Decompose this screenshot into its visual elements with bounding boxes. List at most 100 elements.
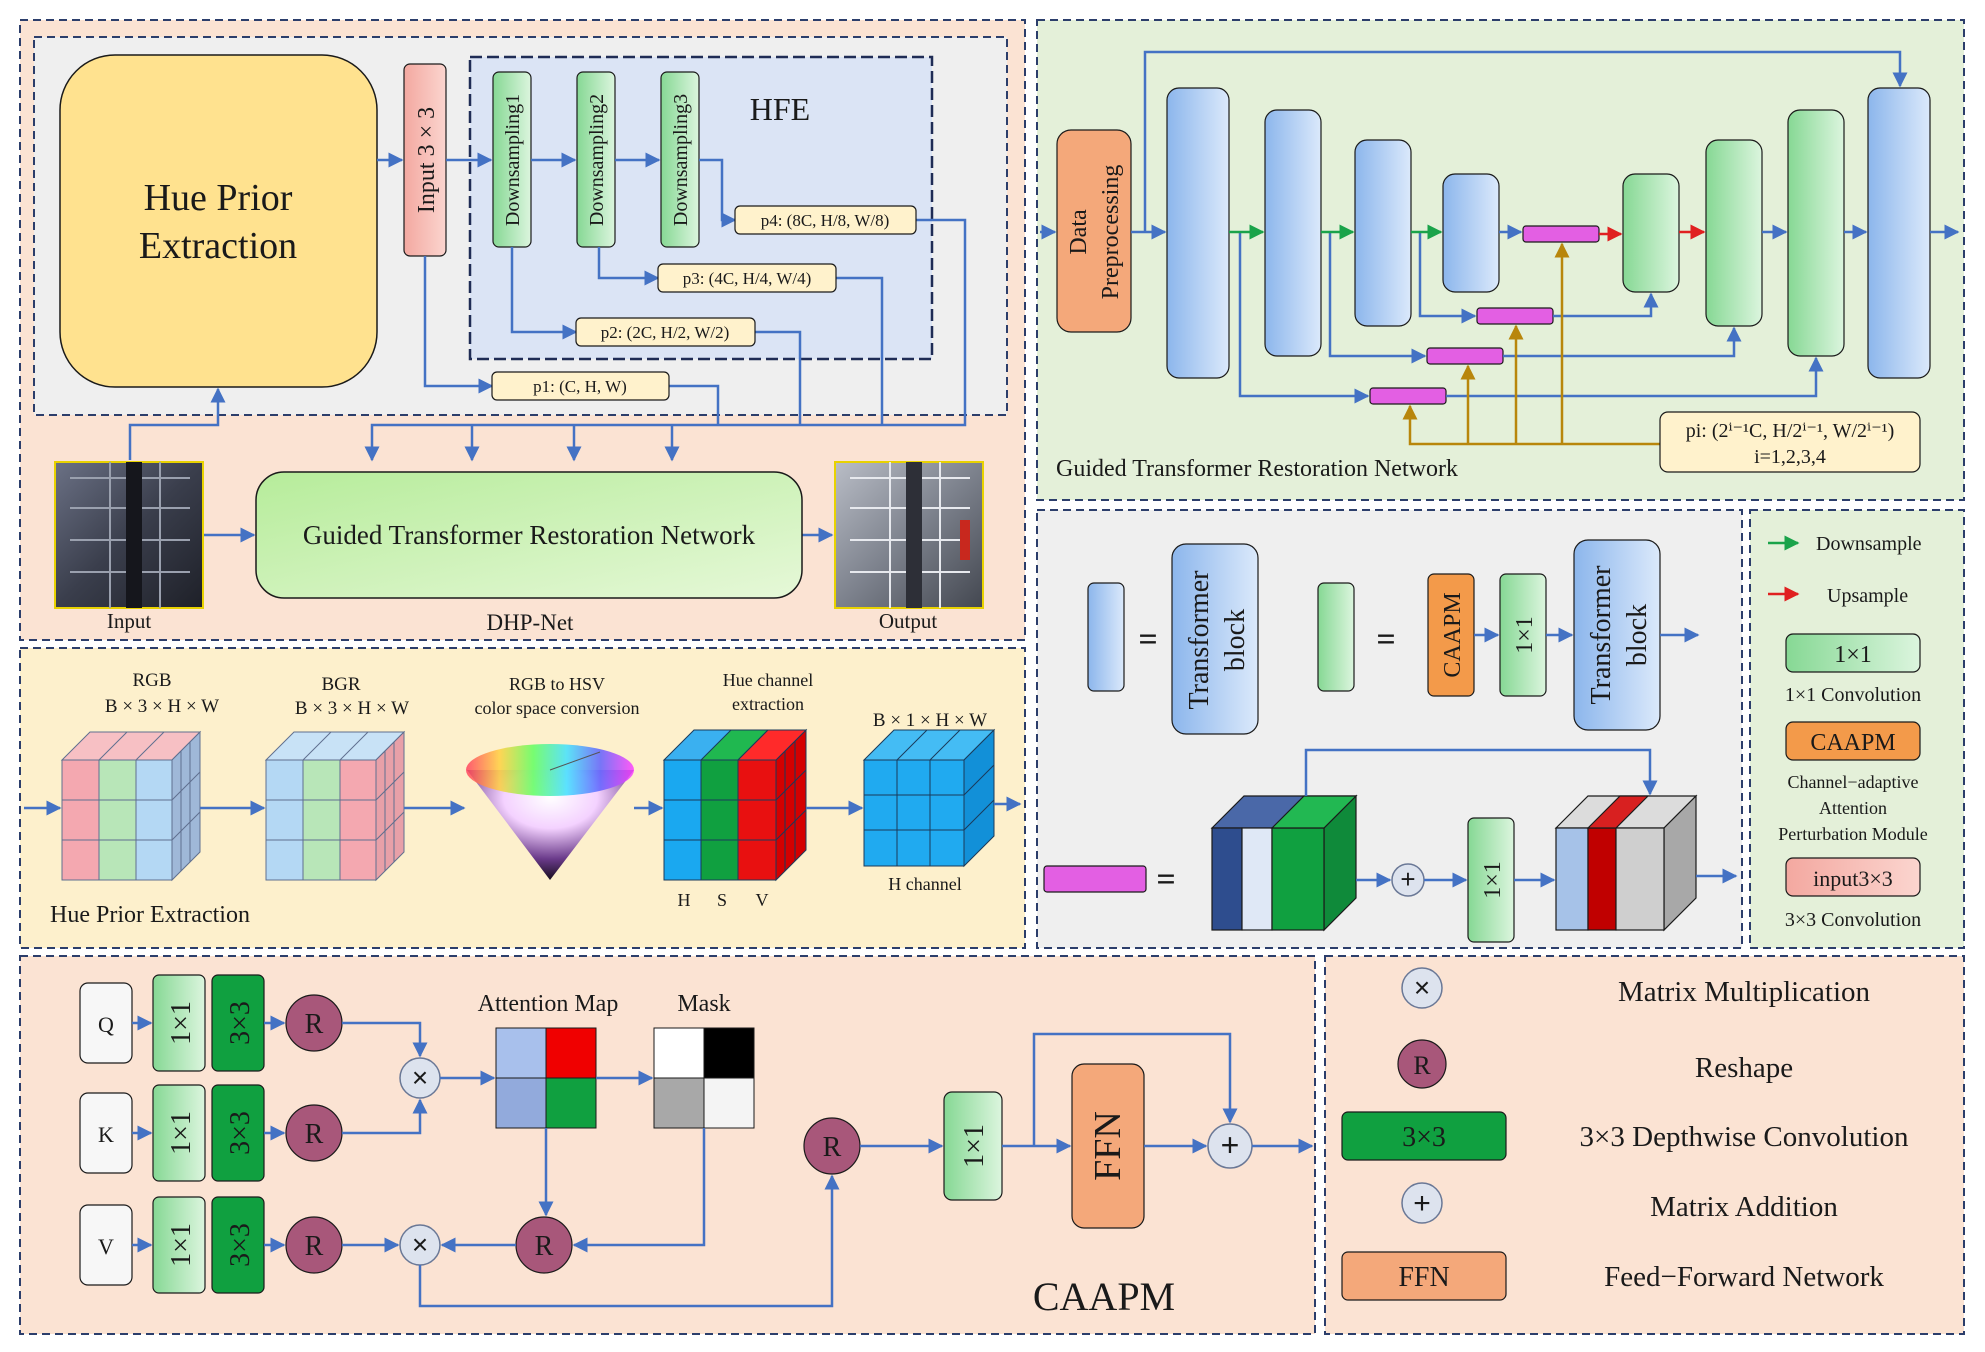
legend-conv1-text: 1×1 xyxy=(1834,642,1872,668)
v-label: V xyxy=(756,890,769,910)
conv1x1-fusion-label: 1×1 xyxy=(1480,861,1506,899)
p3-label: p3: (4C, H/4, W/4) xyxy=(683,269,812,288)
legend-reshape-label: Reshape xyxy=(1695,1052,1793,1084)
transformer-block-2-label-1: Transformer xyxy=(1586,565,1617,705)
r-v-label: R xyxy=(305,1231,324,1262)
k-conv1x1 xyxy=(152,1084,206,1182)
output-label: Output xyxy=(879,609,938,633)
p4-box xyxy=(734,205,917,235)
legend-input3-text: input3×3 xyxy=(1813,866,1893,891)
v-conv3x3-label: 3×3 xyxy=(225,1223,256,1267)
green-block-symbol xyxy=(1317,582,1355,692)
hsv-label-1: RGB to HSV xyxy=(509,674,605,694)
gtrn-panel-title: Guided Transformer Restoration Network xyxy=(1056,456,1458,482)
downsample-label: Downsample xyxy=(1816,533,1922,555)
rgb-cube xyxy=(60,730,202,882)
legend-caapm-chip xyxy=(1785,721,1921,761)
eq-1: = xyxy=(1138,621,1157,658)
caapm-panel-title: CAAPM xyxy=(1033,1274,1175,1319)
eq-2: = xyxy=(1376,621,1395,658)
encoder-blocks xyxy=(1166,87,1931,379)
svg-text:+: + xyxy=(1400,864,1415,894)
hsv-label-2: color space conversion xyxy=(475,698,640,718)
h-dim-label: B × 1 × H × W xyxy=(873,710,987,731)
conv1x1-small-label: 1×1 xyxy=(1512,616,1538,654)
legend-matmul-label: Matrix Multiplication xyxy=(1618,976,1871,1008)
gtrn-block xyxy=(255,471,803,599)
dhp-net-title: DHP-Net xyxy=(487,610,574,635)
hue-prior-label-2: Extraction xyxy=(139,225,297,267)
legend-ffn-chip-text: FFN xyxy=(1398,1262,1449,1293)
legend-dwconv-chip-text: 3×3 xyxy=(1402,1122,1446,1153)
hue-prior-extraction-block xyxy=(59,54,378,388)
legend-add-icon xyxy=(1401,1182,1443,1224)
bgr-dim-label: B × 3 × H × W xyxy=(295,698,409,719)
mask-grid xyxy=(653,1027,755,1129)
pi-box xyxy=(1659,411,1921,473)
legend-reshape-icon xyxy=(1397,1039,1447,1089)
p4-label: p4: (8C, H/8, W/8) xyxy=(761,211,890,230)
gtrn-label: Guided Transformer Restoration Network xyxy=(303,520,756,550)
hsv-cube xyxy=(662,728,808,882)
h-channel-label: H channel xyxy=(888,874,961,894)
v-conv1x1 xyxy=(152,1196,206,1294)
downsampling1-label: Downsampling1 xyxy=(502,94,524,226)
transformer-block-1-label-2: block xyxy=(1220,609,1251,671)
pi-label-1: pi: (2ⁱ⁻¹C, H/2ⁱ⁻¹, W/2ⁱ⁻¹) xyxy=(1686,420,1895,442)
upsample-label: Upsample xyxy=(1827,585,1908,607)
eq-3: = xyxy=(1156,861,1175,898)
legend-input3-label: 3×3 Convolution xyxy=(1785,909,1921,931)
legend-caapm-l3: Perturbation Module xyxy=(1778,824,1927,844)
hue-prior-label-1: Hue Prior xyxy=(144,177,293,219)
q-label: Q xyxy=(98,1012,114,1037)
r-out-label: R xyxy=(823,1132,842,1163)
r-q-label: R xyxy=(305,1009,324,1040)
legend-matmul-icon xyxy=(1401,967,1443,1009)
k-conv3x3-label: 3×3 xyxy=(225,1111,256,1155)
legend-caapm-l1: Channel−adaptive xyxy=(1787,772,1918,792)
caapm-conv1x1-label: 1×1 xyxy=(959,1124,990,1168)
q-conv3x3-label: 3×3 xyxy=(225,1001,256,1045)
svg-text:×: × xyxy=(412,1229,428,1260)
bgr-label: BGR xyxy=(321,674,360,695)
legend-dwconv-label: 3×3 Depthwise Convolution xyxy=(1580,1121,1909,1153)
p2-box xyxy=(575,317,756,347)
q-conv1x1 xyxy=(152,974,206,1072)
v-label: V xyxy=(98,1234,114,1259)
rgb-dim-label: B × 3 × H × W xyxy=(105,696,219,717)
v-conv1x1-label: 1×1 xyxy=(166,1223,197,1267)
svg-text:×: × xyxy=(412,1062,428,1093)
legend-dwconv-chip xyxy=(1341,1111,1507,1161)
legend-conv1-chip xyxy=(1785,633,1921,673)
hue-panel-title: Hue Prior Extraction xyxy=(50,902,250,928)
data-pre-label-2: Preprocessing xyxy=(1098,165,1124,300)
legend-reshape-r: R xyxy=(1413,1051,1431,1080)
legend-conv1-label: 1×1 Convolution xyxy=(1785,684,1921,706)
svg-text:+: + xyxy=(1413,1187,1431,1220)
svg-text:+: + xyxy=(1221,1127,1240,1163)
hsv-cone xyxy=(466,744,634,880)
legend-ffn-label: Feed−Forward Network xyxy=(1604,1261,1884,1293)
input-image-pole xyxy=(126,462,142,608)
data-pre-label-1: Data xyxy=(1066,209,1092,255)
transformer-block-1 xyxy=(1171,543,1259,735)
k-conv1x1-label: 1×1 xyxy=(166,1111,197,1155)
legend-caapm-text: CAAPM xyxy=(1810,730,1895,756)
downsampling2-label: Downsampling2 xyxy=(586,94,608,226)
attention-map xyxy=(495,1027,597,1129)
legend-input3-chip xyxy=(1785,857,1921,897)
feature-stack-2 xyxy=(1554,794,1698,932)
bgr-cube xyxy=(264,730,406,882)
magenta-block-symbol xyxy=(1043,865,1147,893)
rgb-label: RGB xyxy=(132,670,171,691)
blue-block-symbol xyxy=(1087,582,1125,692)
downsampling3-label: Downsampling3 xyxy=(670,94,692,226)
hfe-label: HFE xyxy=(750,91,810,127)
s-label: S xyxy=(717,890,727,910)
attention-map-label: Attention Map xyxy=(478,991,619,1017)
legend-add-label: Matrix Addition xyxy=(1650,1191,1838,1223)
p1-box xyxy=(491,371,670,401)
q-conv1x1-label: 1×1 xyxy=(166,1001,197,1045)
transformer-block-2-label-2: block xyxy=(1622,604,1653,666)
